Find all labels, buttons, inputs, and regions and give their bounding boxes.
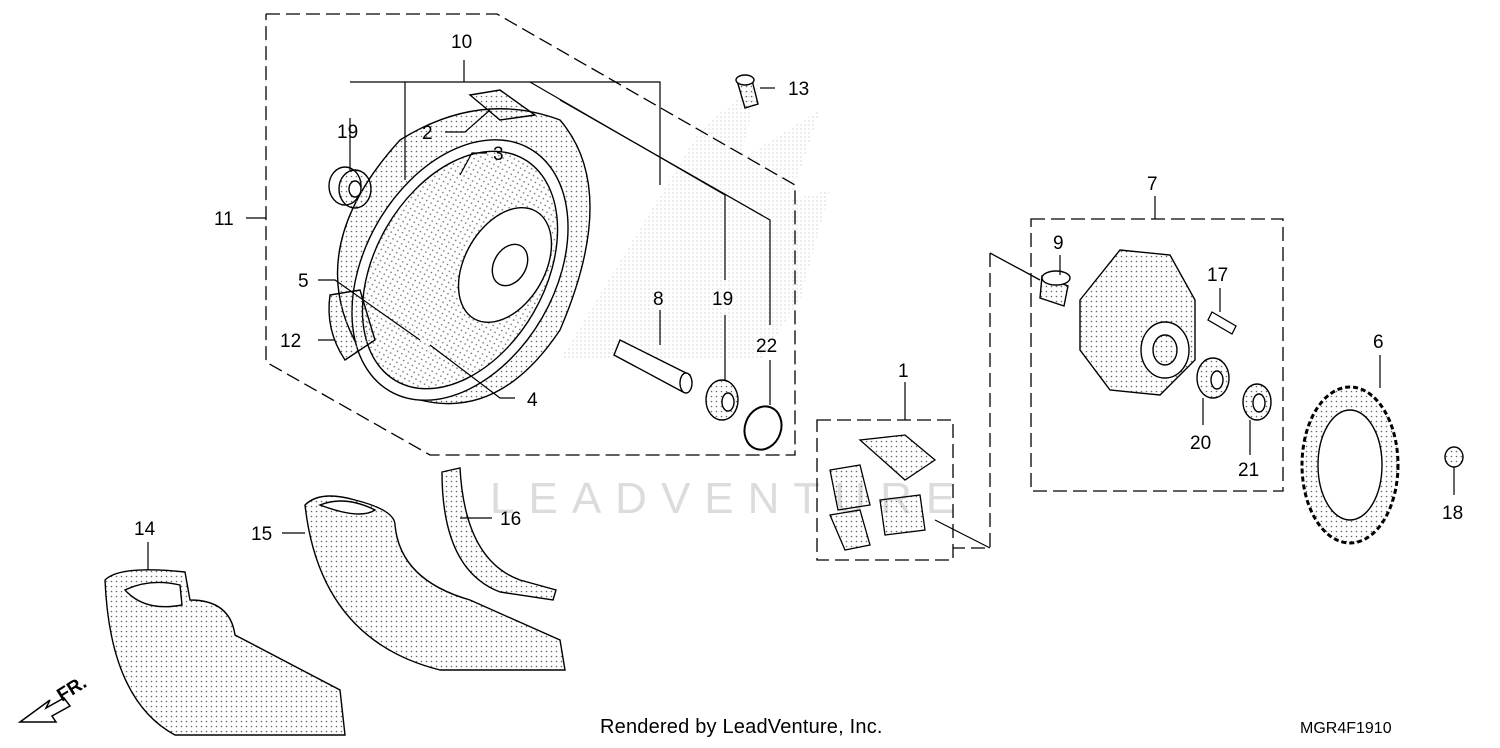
callout-21: 21 [1238,460,1259,481]
callout-labels: 1 2 3 4 5 6 7 8 9 10 11 12 13 14 15 16 1… [134,32,1463,545]
tube-15 [304,495,566,671]
callout-9: 9 [1053,233,1064,254]
rim-band-16 [441,467,557,601]
bearing-19-right [705,379,739,421]
collar-8 [613,339,693,394]
callout-18: 18 [1442,503,1463,524]
stud-17 [1207,311,1237,335]
callout-17: 17 [1207,265,1228,286]
callout-12: 12 [280,331,301,352]
callout-14: 14 [134,519,156,540]
wing-logo-watermark [560,80,830,360]
o-ring-22 [743,405,783,451]
callout-11: 11 [214,209,234,230]
callout-15: 15 [251,524,272,545]
hub-assembly-boundary [816,218,1284,561]
callout-3: 3 [493,144,504,165]
sprocket-6 [1300,385,1400,545]
callout-19b: 19 [712,289,733,310]
seal-21 [1242,383,1272,421]
bearing-19-left [328,166,372,209]
callout-2: 2 [422,123,433,144]
callout-5: 5 [298,271,309,292]
diagram-code: MGR4F1910 [1300,720,1392,737]
watermark: LEADVENTURE [490,474,970,523]
front-arrow-icon [17,697,72,723]
rendered-by-credit: Rendered by LeadVenture, Inc. [600,716,883,738]
callout-13: 13 [788,79,809,100]
callout-6: 6 [1373,332,1384,353]
bearing-20 [1196,357,1230,399]
damper-rubbers-1 [829,434,937,551]
rear-wheel-part [328,89,591,405]
valve-cap-13 [735,74,759,109]
tire-14 [104,569,346,736]
collar-9 [1039,270,1071,307]
callout-4: 4 [527,390,538,411]
callout-1: 1 [898,361,909,382]
callout-22: 22 [756,336,777,357]
wheel-assembly-boundary [265,13,796,456]
callout-16: 16 [500,509,521,530]
callout-19a: 19 [337,122,358,143]
callout-10: 10 [451,32,472,53]
callout-7: 7 [1147,174,1158,195]
callout-20: 20 [1190,433,1211,454]
callout-8: 8 [653,289,664,310]
nut-18 [1444,446,1464,468]
hub-7 [1079,249,1196,396]
leader-lines [147,60,1455,570]
